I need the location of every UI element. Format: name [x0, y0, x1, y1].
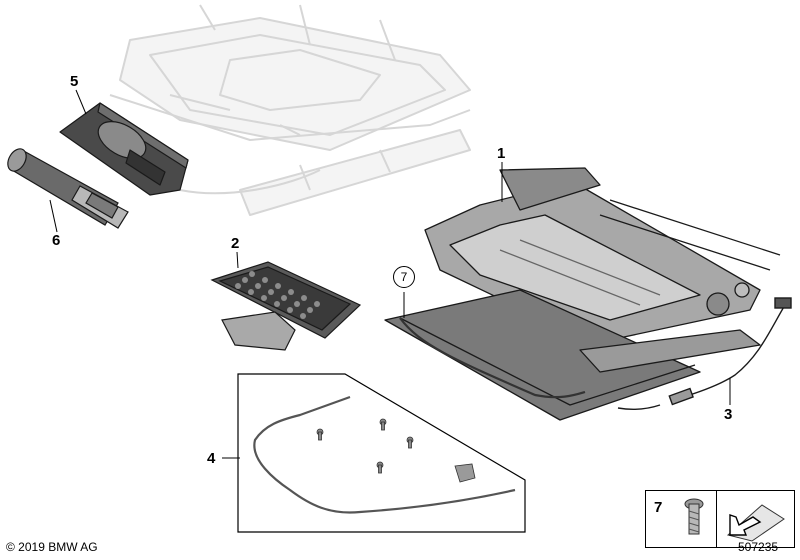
callout-7-circled: 7	[393, 266, 415, 288]
callout-6: 6	[52, 232, 61, 249]
part-1-seat-frame	[384, 167, 781, 421]
image-number: 507235	[738, 540, 779, 554]
part-6-cylinder	[7, 148, 129, 229]
callout-3: 3	[724, 406, 733, 423]
callout-1: 1	[497, 145, 506, 162]
callout-5: 5	[70, 73, 79, 90]
kit-wire	[253, 395, 516, 514]
connecting-rod	[399, 317, 586, 399]
part-2-lumbar-mat	[210, 261, 362, 351]
mounting-arrow-icon	[726, 504, 785, 542]
copyright: © 2019 BMW AG	[6, 540, 98, 554]
part-5-housing	[59, 102, 189, 196]
leader-lines	[49, 89, 731, 459]
callout-4: 4	[207, 450, 216, 467]
part-3-cable	[617, 297, 792, 410]
kit-clip	[454, 463, 476, 483]
legend-number: 7	[654, 499, 663, 516]
kit-outline	[237, 373, 526, 533]
callout-2: 2	[231, 235, 240, 252]
ghost-seat-frame	[109, 4, 471, 216]
kit-screws	[316, 418, 414, 474]
bolt-icon	[684, 498, 704, 535]
legend-box: 7	[645, 490, 795, 548]
part-4-kit	[237, 373, 526, 533]
